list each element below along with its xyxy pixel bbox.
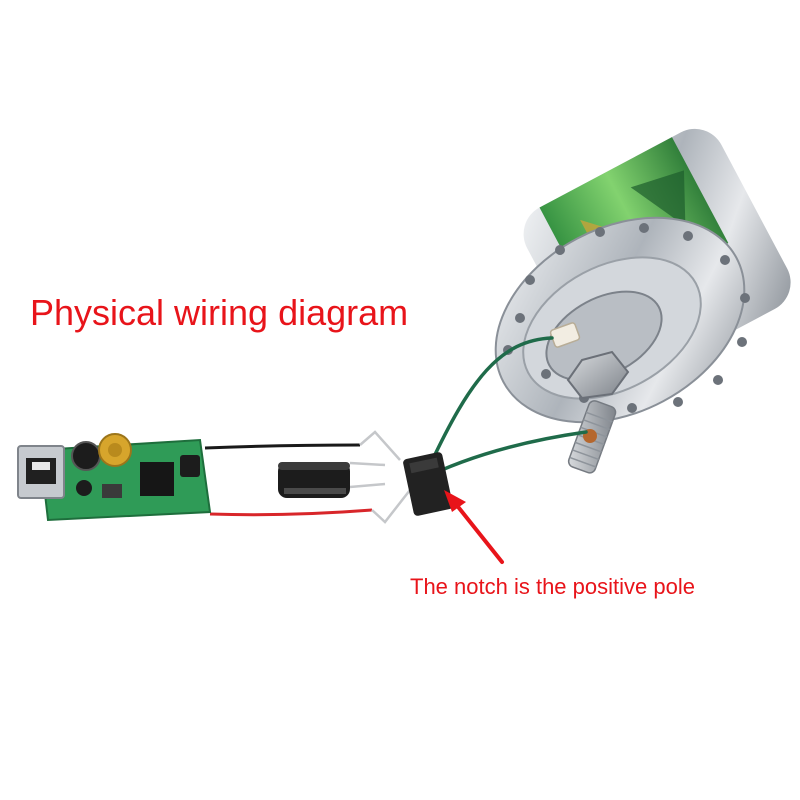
black-wire — [204, 443, 361, 450]
bare-leads — [349, 430, 411, 524]
hub-dynamo-icon — [494, 128, 791, 474]
red-wire — [209, 508, 373, 517]
annotation-arrow — [444, 490, 504, 564]
bridge-rectifier-icon — [403, 452, 453, 516]
polarity-annotation: The notch is the positive pole — [410, 574, 695, 599]
usb-step-down-module-icon — [17, 433, 212, 522]
electrolytic-capacitor-icon — [278, 462, 350, 498]
diagram-title: Physical wiring diagram — [30, 292, 409, 333]
